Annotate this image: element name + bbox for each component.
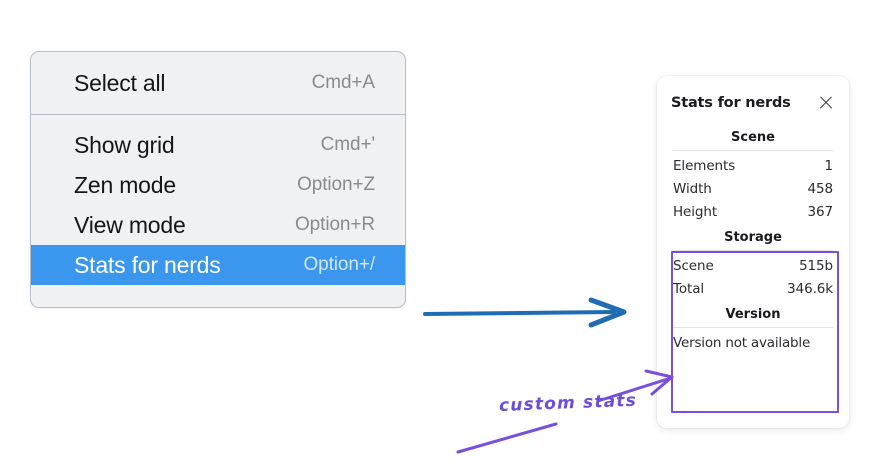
menu-item-shortcut: Cmd+' [320, 134, 375, 155]
stat-row-storage-total: Total 346.6k [671, 277, 835, 300]
stat-key: Scene [673, 257, 714, 274]
stat-key: Width [673, 180, 712, 197]
menu-divider [31, 114, 405, 115]
menu-item-view-mode[interactable]: View mode Option+R [31, 205, 405, 245]
annotation-label-custom-stats: custom stats [498, 390, 638, 416]
stat-row-storage-scene: Scene 515b [671, 254, 835, 277]
stat-row-elements: Elements 1 [671, 154, 835, 177]
section-header-scene: Scene [731, 130, 775, 145]
menu-item-zen-mode[interactable]: Zen mode Option+Z [31, 165, 405, 205]
section-rule [673, 327, 833, 328]
purple-underline-stroke [456, 422, 558, 454]
menu-item-shortcut: Option+/ [303, 254, 375, 275]
menu-item-label: View mode [74, 211, 186, 238]
menu-bottom-padding [31, 285, 405, 307]
stat-key: Height [673, 203, 718, 220]
menu-item-shortcut: Cmd+A [311, 72, 375, 93]
menu-top-padding [31, 52, 405, 63]
stats-panel-header: Stats for nerds [671, 76, 835, 123]
stat-value: 346.6k [787, 280, 833, 297]
blue-arrow-icon [423, 297, 627, 328]
menu-item-stats-for-nerds[interactable]: Stats for nerds Option+/ [31, 245, 405, 285]
stat-row-height: Height 367 [671, 200, 835, 223]
menu-item-label: Stats for nerds [74, 251, 221, 278]
stat-row-width: Width 458 [671, 177, 835, 200]
stat-key: Elements [673, 157, 736, 174]
section-header-version: Version [725, 307, 781, 322]
stat-value: 458 [807, 180, 834, 197]
menu-item-shortcut: Option+R [295, 214, 375, 235]
close-icon[interactable] [818, 95, 834, 111]
version-note: Version not available [673, 335, 811, 351]
stat-value: 367 [807, 203, 834, 220]
stats-panel-title: Stats for nerds [671, 95, 791, 111]
stat-value: 515b [799, 257, 833, 274]
context-menu[interactable]: Select all Cmd+A Show grid Cmd+' Zen mod… [30, 51, 406, 308]
stat-value: 1 [824, 157, 834, 174]
menu-item-show-grid[interactable]: Show grid Cmd+' [31, 125, 405, 165]
section-rule [673, 150, 833, 151]
section-rule [673, 250, 833, 251]
menu-item-label: Show grid [74, 131, 175, 158]
stats-for-nerds-panel: Stats for nerds Scene Elements 1 Width 4… [657, 76, 849, 428]
stat-key: Total [673, 280, 705, 297]
menu-item-label: Select all [74, 69, 166, 96]
section-header-storage: Storage [724, 230, 782, 245]
menu-item-shortcut: Option+Z [297, 174, 375, 195]
menu-item-label: Zen mode [74, 171, 176, 198]
menu-item-select-all[interactable]: Select all Cmd+A [31, 63, 405, 103]
